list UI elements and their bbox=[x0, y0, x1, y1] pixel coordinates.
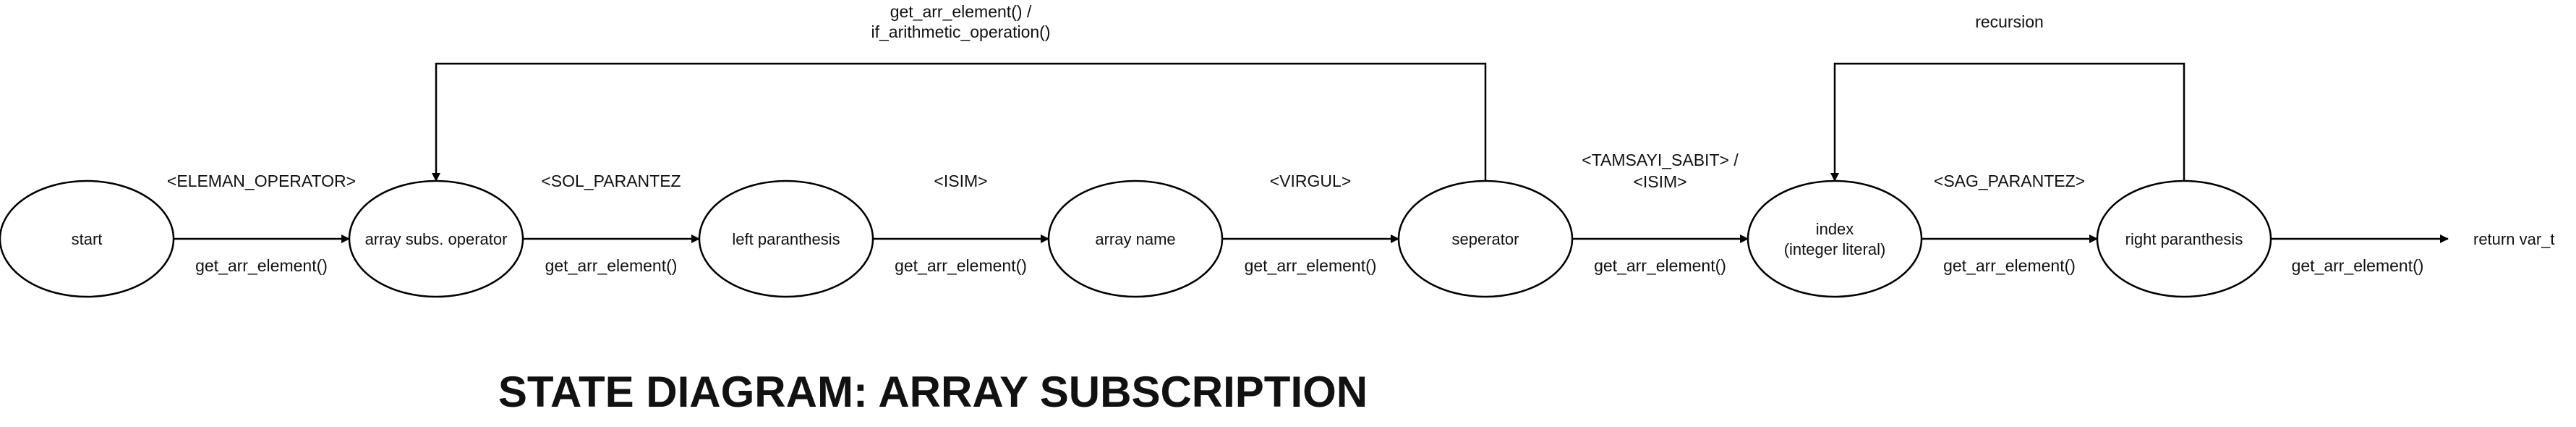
state-node bbox=[2096, 179, 2272, 298]
state-left-paranthesis: left paranthesis bbox=[698, 179, 874, 298]
transition-action-label: get_arr_element() bbox=[1943, 256, 2076, 275]
state-label: right paranthesis bbox=[2125, 230, 2243, 248]
state-node bbox=[1047, 179, 1224, 298]
transitions-layer bbox=[174, 62, 2449, 243]
transition-token-label: <SOL_PARANTEZ bbox=[541, 172, 681, 190]
state-array-name: array name bbox=[1047, 179, 1224, 298]
loop-label: get_arr_element() /if_arithmetic_operati… bbox=[871, 2, 1050, 41]
state-label: seperator bbox=[1452, 230, 1519, 248]
state-array-subs-operator: array subs. operator bbox=[348, 179, 524, 298]
labels-layer: return var_t <ELEMAN_OPERATOR> get_arr_ele… bbox=[167, 2, 2555, 275]
transition-token-label: <TAMSAYI_SABIT> /<ISIM> bbox=[1582, 151, 1739, 191]
transition-token-label: <ISIM> bbox=[934, 172, 987, 190]
state-label: start bbox=[72, 230, 103, 248]
states-layer: start array subs. operator left paranthesi… bbox=[0, 179, 2272, 298]
state-label: index(integer literal) bbox=[1784, 220, 1886, 258]
transition-token-label: <ELEMAN_OPERATOR> bbox=[167, 172, 356, 190]
transition-action-label: get_arr_element() bbox=[895, 256, 1027, 275]
transition-action-label: get_arr_element() bbox=[195, 256, 328, 275]
state-right-paranthesis: right paranthesis bbox=[2096, 179, 2272, 298]
state-node bbox=[0, 179, 175, 298]
diagram-title: STATE DIAGRAM: ARRAY SUBSCRIPTION bbox=[498, 368, 1368, 416]
loop-arrow bbox=[1830, 62, 2185, 182]
state-seperator: seperator bbox=[1397, 179, 1574, 298]
transition-token-label: <SAG_PARANTEZ> bbox=[1934, 172, 2085, 190]
state-label: array subs. operator bbox=[365, 230, 508, 248]
state-node bbox=[698, 179, 874, 298]
loop-arrow bbox=[432, 62, 1487, 182]
transition-token-label: <VIRGUL> bbox=[1270, 172, 1352, 190]
state-index: index(integer literal) bbox=[1747, 179, 1923, 298]
transition-action-label: get_arr_element() bbox=[545, 256, 678, 275]
transition-action-label: get_arr_element() bbox=[1594, 256, 1726, 275]
state-node bbox=[1397, 179, 1574, 298]
state-node bbox=[1747, 179, 1923, 298]
state-start: start bbox=[0, 179, 175, 298]
transition-action-label: get_arr_element() bbox=[2292, 256, 2424, 275]
state-node bbox=[348, 179, 524, 298]
state-label: array name bbox=[1095, 230, 1175, 248]
final-state-label: return var_t bbox=[2473, 230, 2555, 248]
transition-action-label: get_arr_element() bbox=[1245, 256, 1377, 275]
state-label: left paranthesis bbox=[732, 230, 840, 248]
loop-label: recursion bbox=[1975, 12, 2044, 31]
